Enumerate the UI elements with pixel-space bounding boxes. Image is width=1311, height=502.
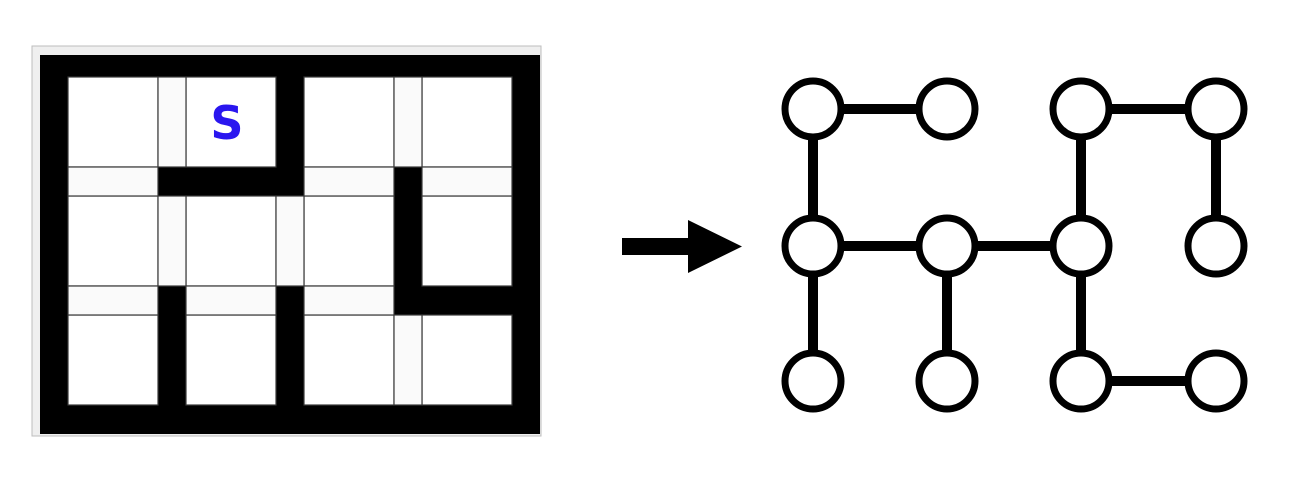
maze-passage (185, 285, 277, 316)
maze-cell (303, 195, 395, 287)
maze-passage (275, 195, 305, 287)
graph-node (1049, 77, 1113, 141)
start-label: S (210, 96, 243, 150)
maze-cell (421, 314, 513, 406)
graph-node (1049, 349, 1113, 413)
graph-nodes (781, 77, 1248, 413)
graph-node (1184, 214, 1248, 278)
maze-cell (67, 195, 159, 287)
graph-edges (808, 104, 1221, 386)
maze: S (31, 45, 542, 437)
graph-node (1184, 77, 1248, 141)
maze-cell (67, 314, 159, 406)
maze-passage (421, 166, 513, 197)
graph-node (1184, 349, 1248, 413)
graph-node (915, 214, 979, 278)
graph-node (915, 77, 979, 141)
maze-passage (157, 195, 187, 287)
maze-cell (185, 76, 277, 168)
graph (781, 77, 1248, 413)
maze-cells (67, 76, 513, 406)
maze-passage (303, 166, 395, 197)
maze-cell (67, 76, 159, 168)
maze-passage (157, 76, 187, 168)
maze-cell (303, 76, 395, 168)
maze-cell (421, 195, 513, 287)
maze-passage (67, 285, 159, 316)
graph-node (1049, 214, 1113, 278)
graph-node (915, 349, 979, 413)
maze-passage (303, 285, 395, 316)
graph-node (781, 349, 845, 413)
maze-cell (303, 314, 395, 406)
maze-cell (185, 314, 277, 406)
maze-passage (67, 166, 159, 197)
maze-passages (67, 76, 513, 406)
arrow-right-icon (622, 220, 742, 273)
maze-cell (421, 76, 513, 168)
graph-node (781, 214, 845, 278)
maze-passage (393, 314, 423, 406)
maze-cell (185, 195, 277, 287)
maze-passage (393, 76, 423, 168)
graph-node (781, 77, 845, 141)
